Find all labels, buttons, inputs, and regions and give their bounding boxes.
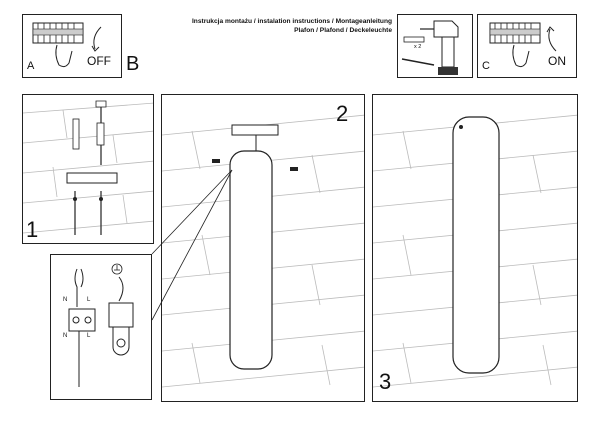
wire-n-top: N	[63, 297, 68, 303]
step-1-number: 1	[26, 217, 39, 242]
wire-l-top: L	[87, 297, 91, 303]
step-3-number: 3	[379, 369, 392, 394]
wire-l-bottom: L	[87, 333, 91, 339]
title-line-2: Plafon / Plafond / Deckeleuchte	[294, 27, 392, 34]
wiring-inset: N L N L	[50, 254, 152, 400]
step-3-diagram	[373, 114, 577, 388]
panel-a-state: OFF	[87, 54, 111, 68]
step-1-diagram	[23, 100, 153, 235]
step-2-number: 2	[336, 101, 349, 126]
breaker-panel-icon	[32, 22, 102, 68]
step-2-diagram	[162, 114, 364, 388]
panel-c-letter: C	[482, 60, 490, 72]
panel-a-letter: A	[27, 60, 35, 72]
step-1-panel: 1	[22, 94, 154, 244]
dowel-quantity: x 2	[414, 44, 422, 50]
drill-icon	[401, 20, 459, 75]
panel-c-state: ON	[548, 54, 566, 68]
panel-a-power-off: A OFF	[22, 14, 122, 78]
title-line-1: Instrukcja montażu / instalation instruc…	[191, 18, 392, 25]
step-3-panel: 3	[372, 94, 578, 402]
hardware-panel: x 2	[397, 14, 473, 78]
ground-symbol-icon	[111, 263, 123, 275]
panel-b-letter: B	[126, 53, 140, 75]
panel-c-power-on: C ON	[477, 14, 577, 78]
wiring-diagram	[68, 268, 134, 387]
breaker-panel-c-icon	[489, 22, 557, 68]
header-title: Instrukcja montażu / instalation instruc…	[160, 18, 392, 40]
wire-n-bottom: N	[63, 333, 68, 339]
step-2-panel: 2	[161, 94, 365, 402]
